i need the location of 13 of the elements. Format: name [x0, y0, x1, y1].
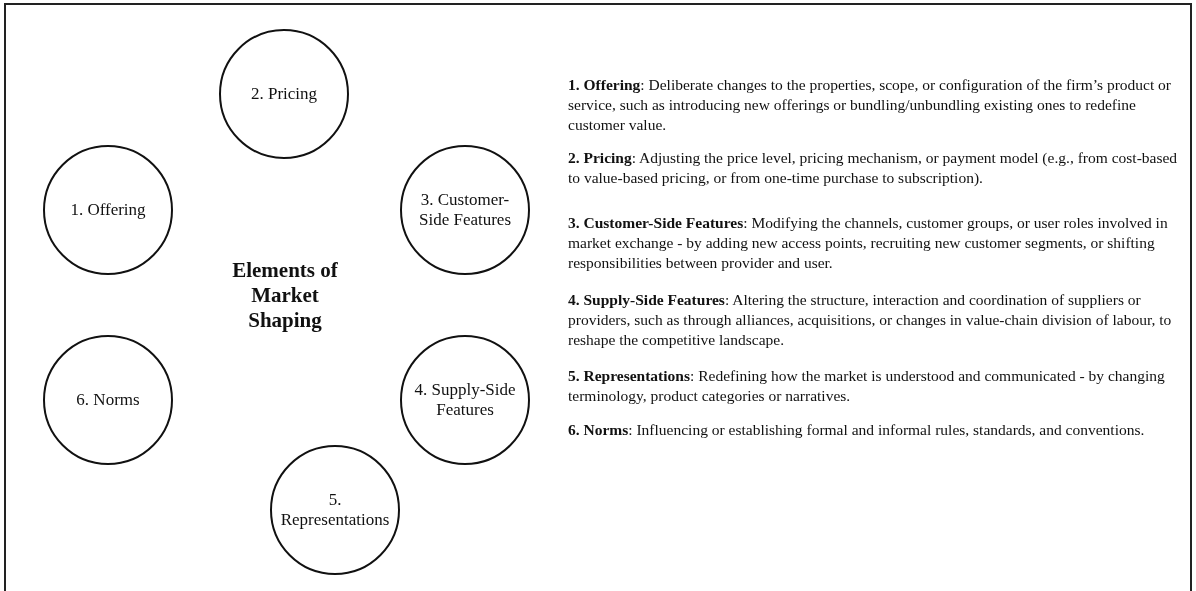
description-paragraph: 1. Offering: Deliberate changes to the properties, scope, or configuration of the firm’s product or service, such as introducing new offerings or bundling/unbundling existing ones to redefine customer value.: [568, 75, 1173, 136]
element-circle: 3. Customer-Side Features: [400, 145, 530, 275]
description-paragraph: 3. Customer-Side Features: Modifying the channels, customer groups, or user roles involved in market exchange - by adding new access points, recruiting new customer segments, or shifting responsibilities between provider and user.: [568, 213, 1169, 274]
description-paragraph: 6. Norms: Influencing or establishing formal and informal rules, standards, and conventions.: [568, 420, 1146, 440]
element-circle: 5. Representations: [270, 445, 400, 575]
element-circle: 2. Pricing: [219, 29, 349, 159]
element-circle: 6. Norms: [43, 335, 173, 465]
description-paragraph: 4. Supply-Side Features: Altering the structure, interaction and coordination of suppliers or providers, such as through alliances, acquisitions, or changes in value-chain division of labour, to reshape the competitive landscape.: [568, 290, 1173, 351]
element-circle: 4. Supply-Side Features: [400, 335, 530, 465]
center-title: Elements of Market Shaping: [231, 258, 339, 334]
description-paragraph: 5. Representations: Redefining how the market is understood and communicated - by changing terminology, product categories or narratives.: [568, 366, 1166, 407]
element-circle: 1. Offering: [43, 145, 173, 275]
description-paragraph: 2. Pricing: Adjusting the price level, pricing mechanism, or payment model (e.g., from cost-based to value-based pricing, or from one-time purchase to subscription).: [568, 148, 1179, 189]
